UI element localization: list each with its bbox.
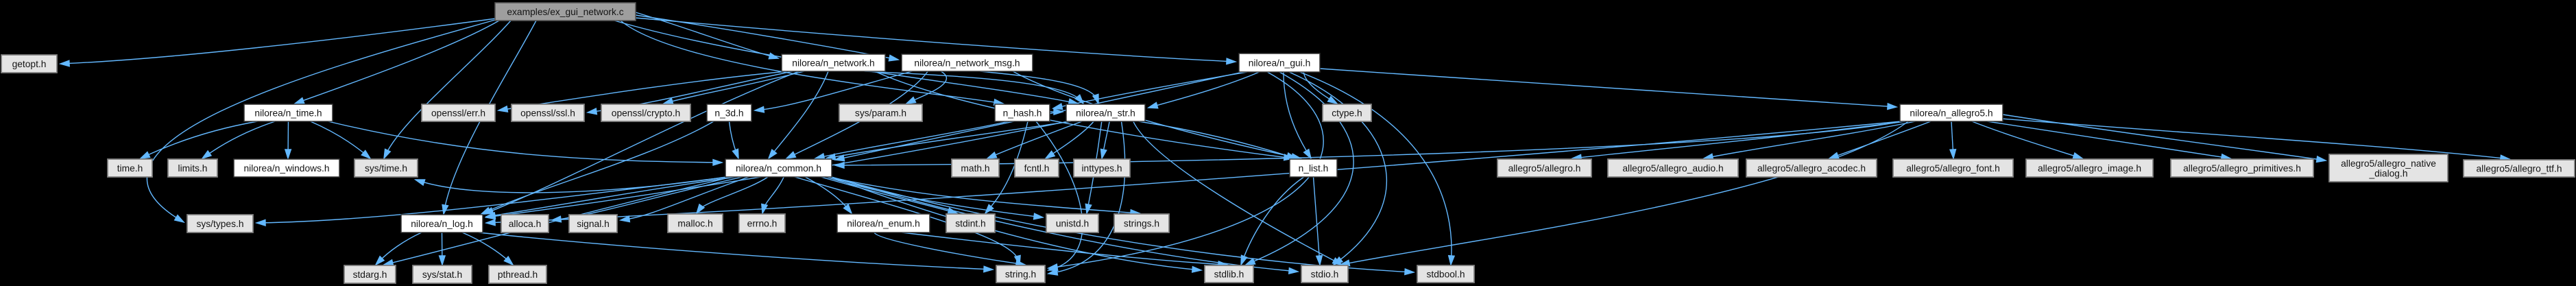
svg-text:nilorea/n_common.h: nilorea/n_common.h [736, 163, 821, 174]
svg-text:sys/param.h: sys/param.h [855, 108, 906, 118]
svg-text:openssl/crypto.h: openssl/crypto.h [612, 108, 680, 118]
svg-text:stdint.h: stdint.h [955, 218, 985, 228]
svg-text:time.h: time.h [117, 163, 143, 174]
svg-text:sys/time.h: sys/time.h [365, 163, 407, 174]
svg-text:openssl/err.h: openssl/err.h [431, 108, 485, 118]
svg-text:allegro5/allegro_primitives.h: allegro5/allegro_primitives.h [2183, 163, 2301, 174]
svg-text:allegro5/allegro_image.h: allegro5/allegro_image.h [2038, 163, 2141, 174]
svg-text:alloca.h: alloca.h [509, 219, 542, 229]
svg-text:nilorea/n_allegro5.h: nilorea/n_allegro5.h [1910, 108, 1993, 118]
svg-text:inttypes.h: inttypes.h [1081, 163, 1122, 174]
svg-text:examples/ex_gui_network.c: examples/ex_gui_network.c [507, 7, 623, 17]
svg-text:stdbool.h: stdbool.h [1427, 269, 1465, 279]
svg-text:stdio.h: stdio.h [1311, 269, 1339, 279]
svg-text:allegro5/allegro_font.h: allegro5/allegro_font.h [1906, 163, 2000, 174]
svg-text:nilorea/n_log.h: nilorea/n_log.h [411, 219, 473, 229]
svg-text:math.h: math.h [961, 163, 989, 174]
svg-text:allegro5/allegro_ttf.h: allegro5/allegro_ttf.h [2476, 163, 2562, 174]
svg-text:allegro5/allegro_audio.h: allegro5/allegro_audio.h [1622, 163, 1723, 174]
svg-text:getopt.h: getopt.h [12, 59, 47, 69]
svg-text:fcntl.h: fcntl.h [1024, 163, 1050, 174]
svg-text:string.h: string.h [1005, 269, 1036, 279]
svg-text:malloc.h: malloc.h [677, 218, 712, 228]
svg-text:sys/stat.h: sys/stat.h [422, 270, 462, 280]
svg-text:_dialog.h: _dialog.h [2368, 169, 2407, 179]
svg-text:allegro5/allegro_acodec.h: allegro5/allegro_acodec.h [1757, 163, 1866, 174]
svg-text:nilorea/n_network_msg.h: nilorea/n_network_msg.h [914, 58, 1020, 68]
svg-text:n_3d.h: n_3d.h [714, 108, 743, 118]
svg-text:allegro5/allegro_native: allegro5/allegro_native [2341, 158, 2436, 169]
svg-text:nilorea/n_enum.h: nilorea/n_enum.h [847, 218, 920, 228]
svg-text:stdarg.h: stdarg.h [353, 270, 387, 280]
svg-text:limits.h: limits.h [178, 163, 208, 174]
svg-text:openssl/ssl.h: openssl/ssl.h [520, 108, 575, 118]
svg-text:nilorea/n_windows.h: nilorea/n_windows.h [243, 163, 329, 174]
svg-text:allegro5/allegro.h: allegro5/allegro.h [1508, 163, 1581, 174]
svg-text:signal.h: signal.h [577, 219, 610, 229]
svg-text:errno.h: errno.h [747, 218, 778, 228]
svg-text:strings.h: strings.h [1124, 218, 1159, 228]
svg-text:n_hash.h: n_hash.h [1003, 108, 1042, 118]
svg-text:unistd.h: unistd.h [1056, 218, 1089, 228]
svg-text:stdlib.h: stdlib.h [1214, 269, 1244, 279]
svg-text:n_list.h: n_list.h [1299, 163, 1329, 174]
svg-text:nilorea/n_time.h: nilorea/n_time.h [254, 108, 322, 118]
svg-text:nilorea/n_network.h: nilorea/n_network.h [792, 58, 874, 68]
svg-text:ctype.h: ctype.h [1332, 108, 1362, 118]
svg-text:nilorea/n_gui.h: nilorea/n_gui.h [1249, 58, 1311, 68]
svg-text:sys/types.h: sys/types.h [196, 219, 243, 229]
svg-text:pthread.h: pthread.h [498, 270, 538, 280]
svg-text:nilorea/n_str.h: nilorea/n_str.h [1076, 108, 1135, 118]
